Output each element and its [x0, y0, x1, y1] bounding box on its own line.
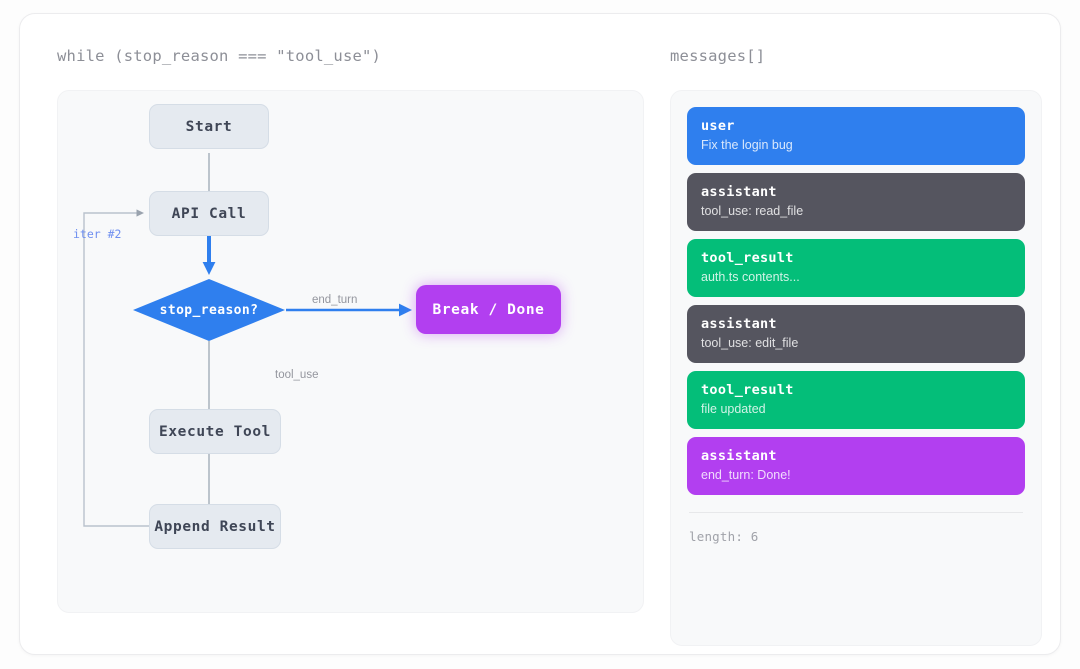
edge-label-tool-use: tool_use [275, 369, 319, 381]
messages-panel: user Fix the login bug assistant tool_us… [670, 90, 1042, 646]
message-role: tool_result [701, 250, 794, 266]
message-card[interactable]: tool_result file updated [687, 371, 1025, 429]
message-role: user [701, 118, 735, 134]
message-body: auth.ts contents... [701, 270, 800, 284]
flow-node-break-done[interactable]: Break / Done [416, 285, 561, 334]
flow-panel: Start API Call stop_reason? Break / Done [57, 90, 644, 613]
message-card[interactable]: assistant tool_use: edit_file [687, 305, 1025, 363]
flow-node-api-call-label: API Call [171, 205, 247, 222]
flow-title: while (stop_reason === "tool_use") [57, 47, 382, 65]
flow-node-break-done-label: Break / Done [432, 301, 545, 318]
edge-label-iter: iter #2 [73, 227, 122, 241]
messages-title: messages[] [670, 47, 766, 65]
flow-connectors [83, 153, 412, 527]
message-body: Fix the login bug [701, 138, 793, 152]
flow-node-execute-tool-label: Execute Tool [159, 423, 271, 440]
message-card[interactable]: assistant end_turn: Done! [687, 437, 1025, 495]
flow-node-execute-tool[interactable]: Execute Tool [149, 409, 281, 454]
messages-length-label: length: 6 [689, 529, 759, 544]
message-body: tool_use: edit_file [701, 336, 799, 350]
flow-node-decision[interactable]: stop_reason? [133, 279, 285, 341]
message-role: assistant [701, 316, 777, 332]
flow-node-decision-label: stop_reason? [159, 302, 259, 318]
message-card[interactable]: assistant tool_use: read_file [687, 173, 1025, 231]
message-role: assistant [701, 184, 777, 200]
messages-column: messages[] user Fix the login bug assist… [651, 32, 1061, 646]
message-body: file updated [701, 402, 766, 416]
flow-node-start-label: Start [185, 118, 233, 135]
message-role: assistant [701, 448, 777, 464]
flow-column: while (stop_reason === "tool_use") [38, 32, 648, 632]
flow-node-start[interactable]: Start [149, 104, 269, 149]
message-card[interactable]: tool_result auth.ts contents... [687, 239, 1025, 297]
main-card: while (stop_reason === "tool_use") [19, 13, 1061, 655]
flow-node-append-result[interactable]: Append Result [149, 504, 281, 549]
message-card[interactable]: user Fix the login bug [687, 107, 1025, 165]
flow-node-api-call[interactable]: API Call [149, 191, 269, 236]
messages-list: user Fix the login bug assistant tool_us… [687, 107, 1025, 495]
message-body: end_turn: Done! [701, 468, 791, 482]
message-body: tool_use: read_file [701, 204, 804, 218]
message-role: tool_result [701, 382, 794, 398]
edge-label-end-turn: end_turn [312, 294, 358, 306]
flow-node-append-result-label: Append Result [154, 518, 276, 535]
messages-divider [689, 512, 1023, 513]
